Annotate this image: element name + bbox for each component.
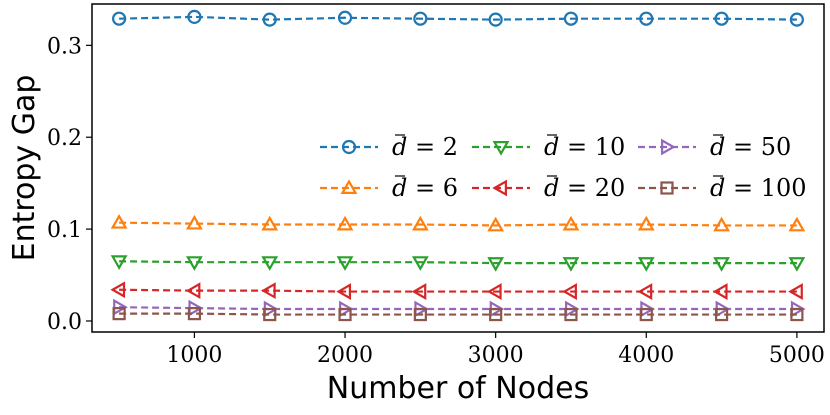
data-point [337, 10, 353, 25]
y-tick-label: 0.3 [47, 34, 82, 59]
x-tick-label: 5000 [769, 343, 825, 368]
series-line [119, 288, 797, 293]
data-point [110, 213, 128, 229]
legend-item-20: d = 20 [472, 174, 625, 202]
plot-frame [91, 3, 825, 333]
data-point [564, 307, 578, 322]
legend-item-6: d = 6 [320, 174, 458, 202]
data-point [187, 9, 202, 24]
data-point [262, 12, 277, 27]
legend-item-100: d = 100 [638, 174, 807, 202]
data-point [261, 282, 276, 300]
data-point [186, 214, 203, 230]
series-100 [112, 307, 804, 322]
x-axis-title: Number of Nodes [327, 371, 589, 406]
legend-marker [492, 179, 507, 197]
legend-label: d = 50 [710, 133, 791, 161]
data-point [639, 307, 653, 322]
data-point [637, 283, 653, 300]
data-point [110, 255, 128, 270]
data-point [712, 283, 728, 300]
data-point [713, 216, 730, 232]
legend-label: d = 2 [392, 133, 458, 161]
data-point [714, 307, 729, 322]
data-point [411, 283, 427, 300]
legend-label: d = 10 [544, 133, 625, 161]
series-line [119, 306, 797, 311]
data-point [790, 307, 804, 322]
series-20 [110, 281, 803, 300]
data-point [788, 283, 803, 300]
y-tick-label: 0.2 [47, 126, 82, 151]
data-point [411, 256, 429, 271]
data-point [336, 256, 354, 271]
data-point [487, 257, 505, 272]
data-point [261, 256, 279, 271]
series-50 [113, 298, 806, 318]
legend-item-50: d = 50 [638, 133, 791, 161]
data-point [413, 307, 427, 322]
y-tick-label: 0.1 [47, 218, 82, 243]
legend-marker [340, 179, 358, 194]
data-point [788, 257, 806, 272]
y-axis-ticks: 0.0 0.1 0.2 0.3 [47, 34, 92, 335]
data-point [562, 215, 580, 231]
series-10 [110, 255, 806, 272]
data-point [336, 215, 354, 231]
series-line [119, 221, 797, 227]
x-tick-label: 4000 [618, 343, 674, 368]
series-line [119, 15, 797, 21]
x-tick-label: 2000 [317, 343, 373, 368]
series-2 [112, 9, 804, 27]
data-point [562, 257, 580, 272]
legend-label: d = 6 [392, 174, 458, 202]
data-point [488, 12, 503, 27]
y-tick-label: 0.0 [47, 310, 82, 335]
data-point [112, 11, 127, 26]
data-point [112, 307, 126, 321]
data-point [486, 283, 502, 300]
data-point [637, 257, 655, 272]
legend-label: d = 20 [544, 174, 625, 202]
data-point [639, 11, 654, 26]
legend-marker [661, 138, 676, 156]
data-point [714, 11, 729, 26]
legend-marker [341, 139, 357, 155]
data-point [413, 11, 428, 26]
data-point [788, 216, 806, 232]
legend: d = 2 d = 6 d = 10 d = 20 d = 50 d = 100 [320, 133, 807, 202]
data-point [338, 307, 352, 322]
series-6 [110, 213, 806, 232]
data-point [185, 282, 201, 300]
data-point [411, 215, 429, 231]
data-point [110, 281, 126, 299]
data-point [637, 215, 655, 231]
legend-label: d = 100 [710, 174, 807, 202]
y-axis-title: Entropy Gap [7, 75, 42, 262]
x-tick-label: 1000 [166, 343, 222, 368]
data-point [336, 283, 352, 300]
x-tick-label: 3000 [468, 343, 524, 368]
data-point [713, 257, 730, 272]
data-point [789, 12, 804, 27]
series-line [119, 312, 797, 316]
data-point [261, 215, 279, 231]
data-point [487, 216, 505, 232]
series-layer [110, 9, 806, 322]
legend-item-2: d = 2 [320, 133, 458, 161]
data-point [489, 307, 503, 322]
data-point [563, 11, 579, 26]
data-point [562, 283, 577, 300]
legend-marker [660, 181, 674, 195]
data-point [187, 307, 202, 321]
legend-item-10: d = 10 [472, 133, 625, 161]
legend-marker [492, 141, 510, 156]
data-point [186, 256, 203, 271]
series-line [119, 260, 797, 265]
x-axis-ticks: 1000 2000 3000 4000 5000 [166, 332, 825, 368]
data-point [263, 307, 277, 322]
